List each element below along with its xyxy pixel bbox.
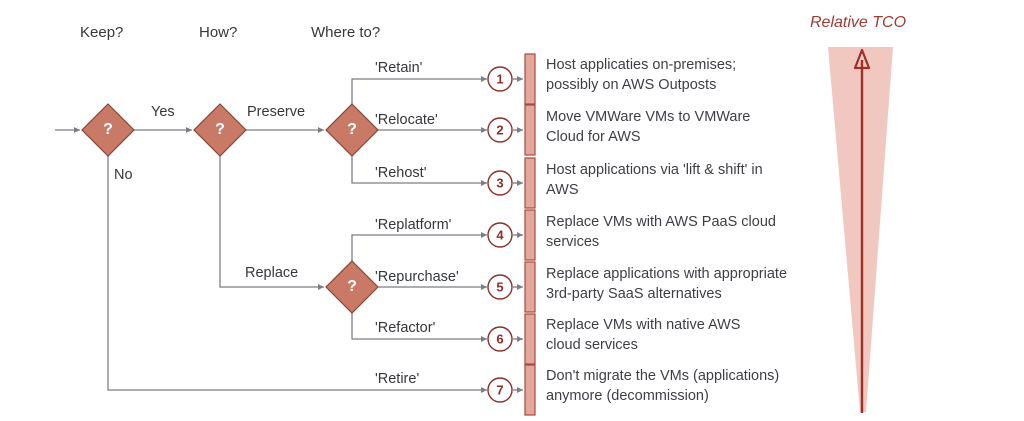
option-bar-7 bbox=[524, 364, 536, 416]
option-bars bbox=[524, 53, 536, 416]
column-header-1: How? bbox=[199, 24, 238, 41]
option-circle-7[interactable] bbox=[487, 377, 513, 403]
option-circle-1[interactable] bbox=[487, 66, 513, 92]
option-circle-6[interactable] bbox=[487, 326, 513, 352]
option-number-circles bbox=[487, 66, 513, 403]
replatform-edge bbox=[351, 232, 487, 261]
replace-decision[interactable] bbox=[325, 260, 379, 314]
option-circle-4[interactable] bbox=[487, 222, 513, 248]
rehost-edge bbox=[351, 156, 487, 186]
option-label-1: 'Retain' bbox=[375, 60, 423, 76]
option-circle-2[interactable] bbox=[487, 117, 513, 143]
option-bar-3 bbox=[524, 157, 536, 209]
option-description-7: Don't migrate the VMs (applications) any… bbox=[546, 368, 780, 404]
option-bar-6 bbox=[524, 313, 536, 365]
column-header-0: Keep? bbox=[80, 24, 124, 41]
replace-edge bbox=[219, 156, 324, 290]
decision-diamonds bbox=[81, 103, 379, 314]
option-description-6: Replace VMs with native AWS cloud servic… bbox=[546, 317, 741, 353]
option-bar-4 bbox=[524, 209, 536, 261]
option-label-5: 'Repurchase' bbox=[375, 269, 459, 285]
option-description-1: Host applicaties on-premises; possibly o… bbox=[546, 57, 737, 93]
option-bar-2 bbox=[524, 104, 536, 156]
tco-wedge-shape bbox=[828, 47, 893, 412]
keep-decision[interactable] bbox=[81, 103, 135, 157]
option-description-5: Replace applications with appropriate 3r… bbox=[546, 266, 788, 302]
option-circle-3[interactable] bbox=[487, 170, 513, 196]
option-label-4: 'Replatform' bbox=[375, 217, 452, 233]
option-bar-5 bbox=[524, 261, 536, 313]
option-label-2: 'Relocate' bbox=[375, 112, 438, 128]
column-header-2: Where to? bbox=[311, 24, 381, 41]
option-circle-5[interactable] bbox=[487, 274, 513, 300]
tco-arrow-head bbox=[853, 48, 871, 70]
option-description-3: Host applications via 'lift & shift' in … bbox=[546, 162, 763, 198]
option-description-4: Replace VMs with AWS PaaS cloud services bbox=[546, 214, 776, 250]
preserve-label: Preserve bbox=[247, 104, 306, 120]
option-label-7: 'Retire' bbox=[375, 371, 420, 387]
tco-title: Relative TCO bbox=[810, 14, 907, 31]
option-label-3: 'Rehost' bbox=[375, 165, 427, 181]
connector-lines bbox=[55, 76, 523, 393]
option-label-6: 'Refactor' bbox=[375, 320, 436, 336]
replace-label: Replace bbox=[245, 265, 299, 281]
retain-edge bbox=[351, 76, 487, 104]
option-description-2: Move VMWare VMs to VMWare Cloud for AWS bbox=[546, 109, 751, 145]
yes-label: Yes bbox=[151, 104, 175, 120]
option-bar-1 bbox=[524, 53, 536, 105]
how-decision[interactable] bbox=[193, 103, 247, 157]
no-label: No bbox=[114, 167, 133, 183]
tco-wedge bbox=[828, 47, 893, 413]
no-edge bbox=[107, 156, 487, 393]
refactor-edge bbox=[351, 313, 487, 342]
preserve-decision[interactable] bbox=[325, 103, 379, 157]
